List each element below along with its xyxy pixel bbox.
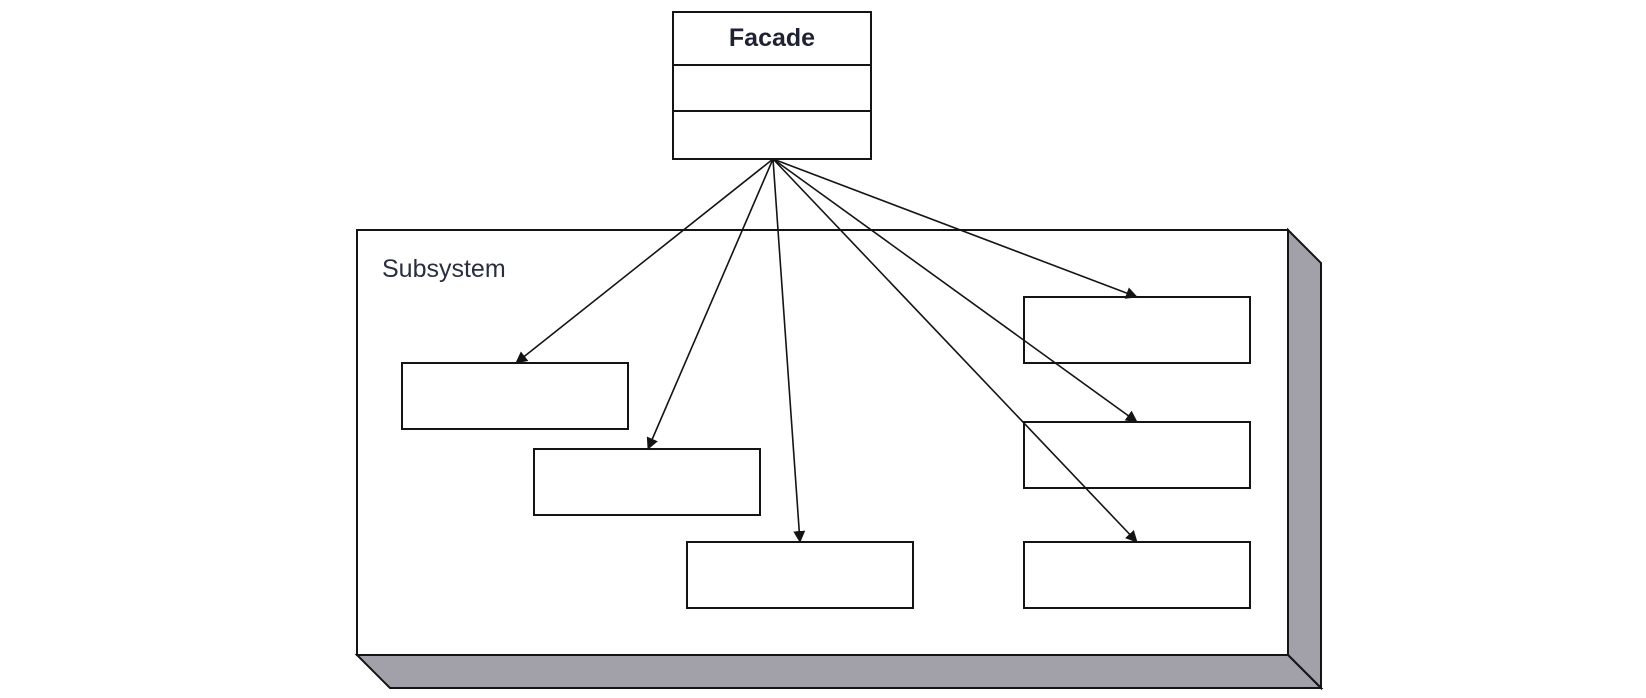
facade-class: Facade <box>672 11 872 160</box>
facade-title: Facade <box>729 24 815 52</box>
subsystem-class-6 <box>1023 541 1251 609</box>
subsystem-label: Subsystem <box>382 255 506 283</box>
arrow-to-class-5 <box>772 158 1138 423</box>
arrow-to-class-2 <box>646 158 774 450</box>
arrow-to-class-6 <box>772 158 1138 543</box>
subsystem-class-3 <box>686 541 914 609</box>
subsystem-class-4 <box>1023 296 1251 364</box>
subsystem-class-1 <box>401 362 629 430</box>
arrow-to-class-4 <box>772 158 1138 299</box>
facade-box <box>672 11 872 160</box>
subsystem-class-2 <box>533 448 761 516</box>
arrow-to-class-3 <box>772 158 806 543</box>
subsystem-shadow-bottom <box>354 654 1324 689</box>
dependency-arrows <box>515 158 1138 543</box>
subsystem-shadow-right <box>1287 227 1322 691</box>
subsystem-classes <box>401 296 1251 609</box>
arrow-to-class-1 <box>515 158 774 364</box>
subsystem-class-5 <box>1023 421 1251 489</box>
